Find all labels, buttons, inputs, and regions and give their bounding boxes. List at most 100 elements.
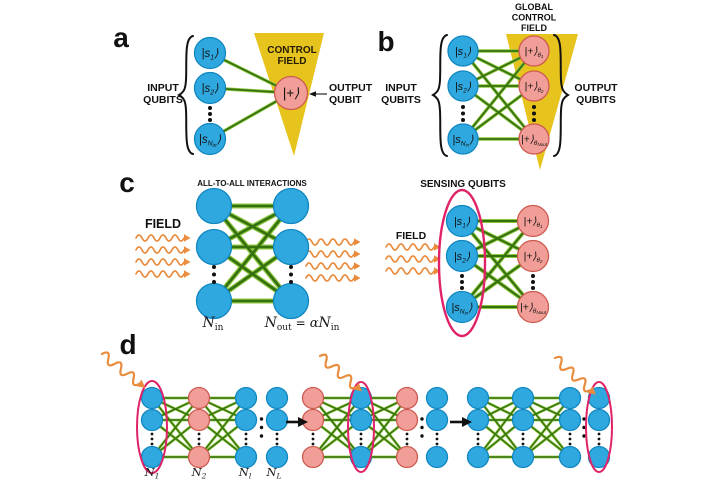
vertical-dots: [150, 437, 154, 441]
layer-qubit: [395, 386, 419, 410]
ellipsis-dot: [259, 425, 264, 430]
wave-arrowhead: [184, 234, 191, 242]
coupling-line: [198, 397, 247, 458]
vertical-dots: [311, 442, 315, 446]
input-qubit: [447, 35, 479, 67]
global-control-field-line1: GLOBAL: [515, 2, 553, 12]
layer-size-label: NL: [265, 465, 281, 481]
coupling-line: [360, 397, 408, 458]
layer-qubit: [140, 408, 164, 432]
vertical-dots: [150, 432, 154, 436]
sensing-group-ellipse: [585, 381, 613, 473]
layer-qubit: [349, 408, 373, 432]
wave-arrowhead: [184, 270, 191, 278]
output-qubits-label-line1: OUTPUT: [574, 82, 618, 94]
panel-a-input-qubits: |s1⟩|s2⟩|sNin⟩: [193, 36, 227, 156]
output-qubits-label-line2: QUBITS: [576, 94, 616, 106]
vertical-dots: [359, 437, 363, 441]
vertical-dots: [435, 432, 439, 436]
panel-c: c ALL-TO-ALL INTERACTIONS FIELD Nin Nout…: [119, 167, 361, 333]
wave-arrowhead: [434, 267, 441, 275]
control-field-label-line2: FIELD: [278, 56, 307, 67]
qubit-ket-label: |+⟩θNout: [521, 134, 548, 148]
vertical-dots: [521, 442, 525, 446]
network-qubit: [195, 282, 233, 320]
vertical-dots: [405, 432, 409, 436]
ellipsis-dot: [582, 434, 586, 438]
wave-arrowhead: [434, 255, 441, 263]
vertical-dots: [476, 442, 480, 446]
vertical-dots: [568, 432, 572, 436]
wave-line: [135, 270, 185, 278]
layer-qubit: [395, 408, 419, 432]
vertical-dots: [597, 432, 601, 436]
layer-qubit: [558, 408, 582, 432]
field-wave-icon: [385, 243, 441, 275]
wave-line: [305, 262, 355, 270]
panel-a-letter: a: [113, 22, 129, 53]
panel-c-letter: c: [119, 167, 135, 198]
coupling-line: [151, 397, 200, 458]
output-qubit: [516, 290, 550, 324]
vertical-dots: [435, 442, 439, 446]
panel-d-qubit-layers: [140, 386, 611, 469]
qubit-ket-label: |+⟩: [283, 86, 300, 101]
output-qubit: [273, 75, 309, 111]
layer-qubit: [425, 445, 449, 469]
layer-size-label: Nl: [238, 465, 252, 481]
wave-arrowhead: [434, 243, 441, 251]
vertical-dots: [435, 437, 439, 441]
output-qubits-brace: [553, 34, 570, 157]
global-control-field-line3: FIELD: [521, 23, 547, 33]
vertical-dots: [521, 432, 525, 436]
layer-qubit: [466, 386, 490, 410]
sensing-qubit: [445, 290, 479, 324]
qubit-ket-label: |+⟩θ1: [524, 216, 543, 230]
vertical-dots: [289, 280, 293, 284]
coupling-line: [312, 397, 362, 458]
network-qubit: [272, 228, 310, 266]
input-qubits-brace: [177, 35, 194, 155]
output-qubit: [516, 204, 550, 238]
network-qubit: [272, 282, 310, 320]
qubit-ket-label: |sNin⟩: [452, 134, 474, 149]
layer-qubit: [511, 445, 535, 469]
qubit-ket-label: |s2⟩: [454, 251, 471, 264]
field-wave-icon: [305, 238, 361, 282]
squiggle-arrowhead: [353, 382, 363, 392]
vertical-dots: [532, 105, 536, 109]
vertical-dots: [275, 437, 279, 441]
wave-line: [135, 234, 185, 242]
photon-squiggle-icon: [553, 355, 596, 395]
vertical-dots: [461, 111, 465, 116]
output-qubit: [518, 70, 550, 102]
layer-qubit: [187, 386, 211, 410]
output-qubit: [518, 123, 550, 155]
vertical-dots: [476, 437, 480, 441]
vertical-dots: [531, 286, 535, 290]
layer-qubit: [265, 408, 289, 432]
panel-c-sensing: SENSING QUBITS FIELD |s1⟩|s2⟩|sNin⟩ |+⟩θ…: [385, 179, 550, 338]
vertical-dots: [275, 442, 279, 446]
layer-qubit: [301, 408, 325, 432]
squiggle-arrowhead: [587, 386, 596, 395]
squiggle-line: [318, 353, 358, 390]
vertical-dots: [460, 280, 464, 284]
vertical-dots: [244, 432, 248, 436]
squiggle-line: [100, 351, 141, 387]
squiggle-line: [553, 355, 592, 393]
vertical-dots: [532, 111, 536, 116]
vertical-dots: [568, 437, 572, 441]
wave-arrowhead: [184, 246, 191, 254]
panel-b-output-qubits: |+⟩θ1|+⟩θ2|+⟩θNout: [518, 35, 550, 155]
wave-arrowhead: [354, 250, 361, 258]
layer-qubit: [425, 386, 449, 410]
sensing-group-ellipse: [347, 381, 375, 473]
n-out-formula: Nout=αNin: [264, 315, 340, 333]
coupling-line: [522, 397, 571, 458]
n-in-label: Nin: [202, 315, 224, 333]
vertical-dots: [359, 442, 363, 446]
vertical-dots: [212, 280, 216, 284]
vertical-dots: [208, 118, 212, 122]
